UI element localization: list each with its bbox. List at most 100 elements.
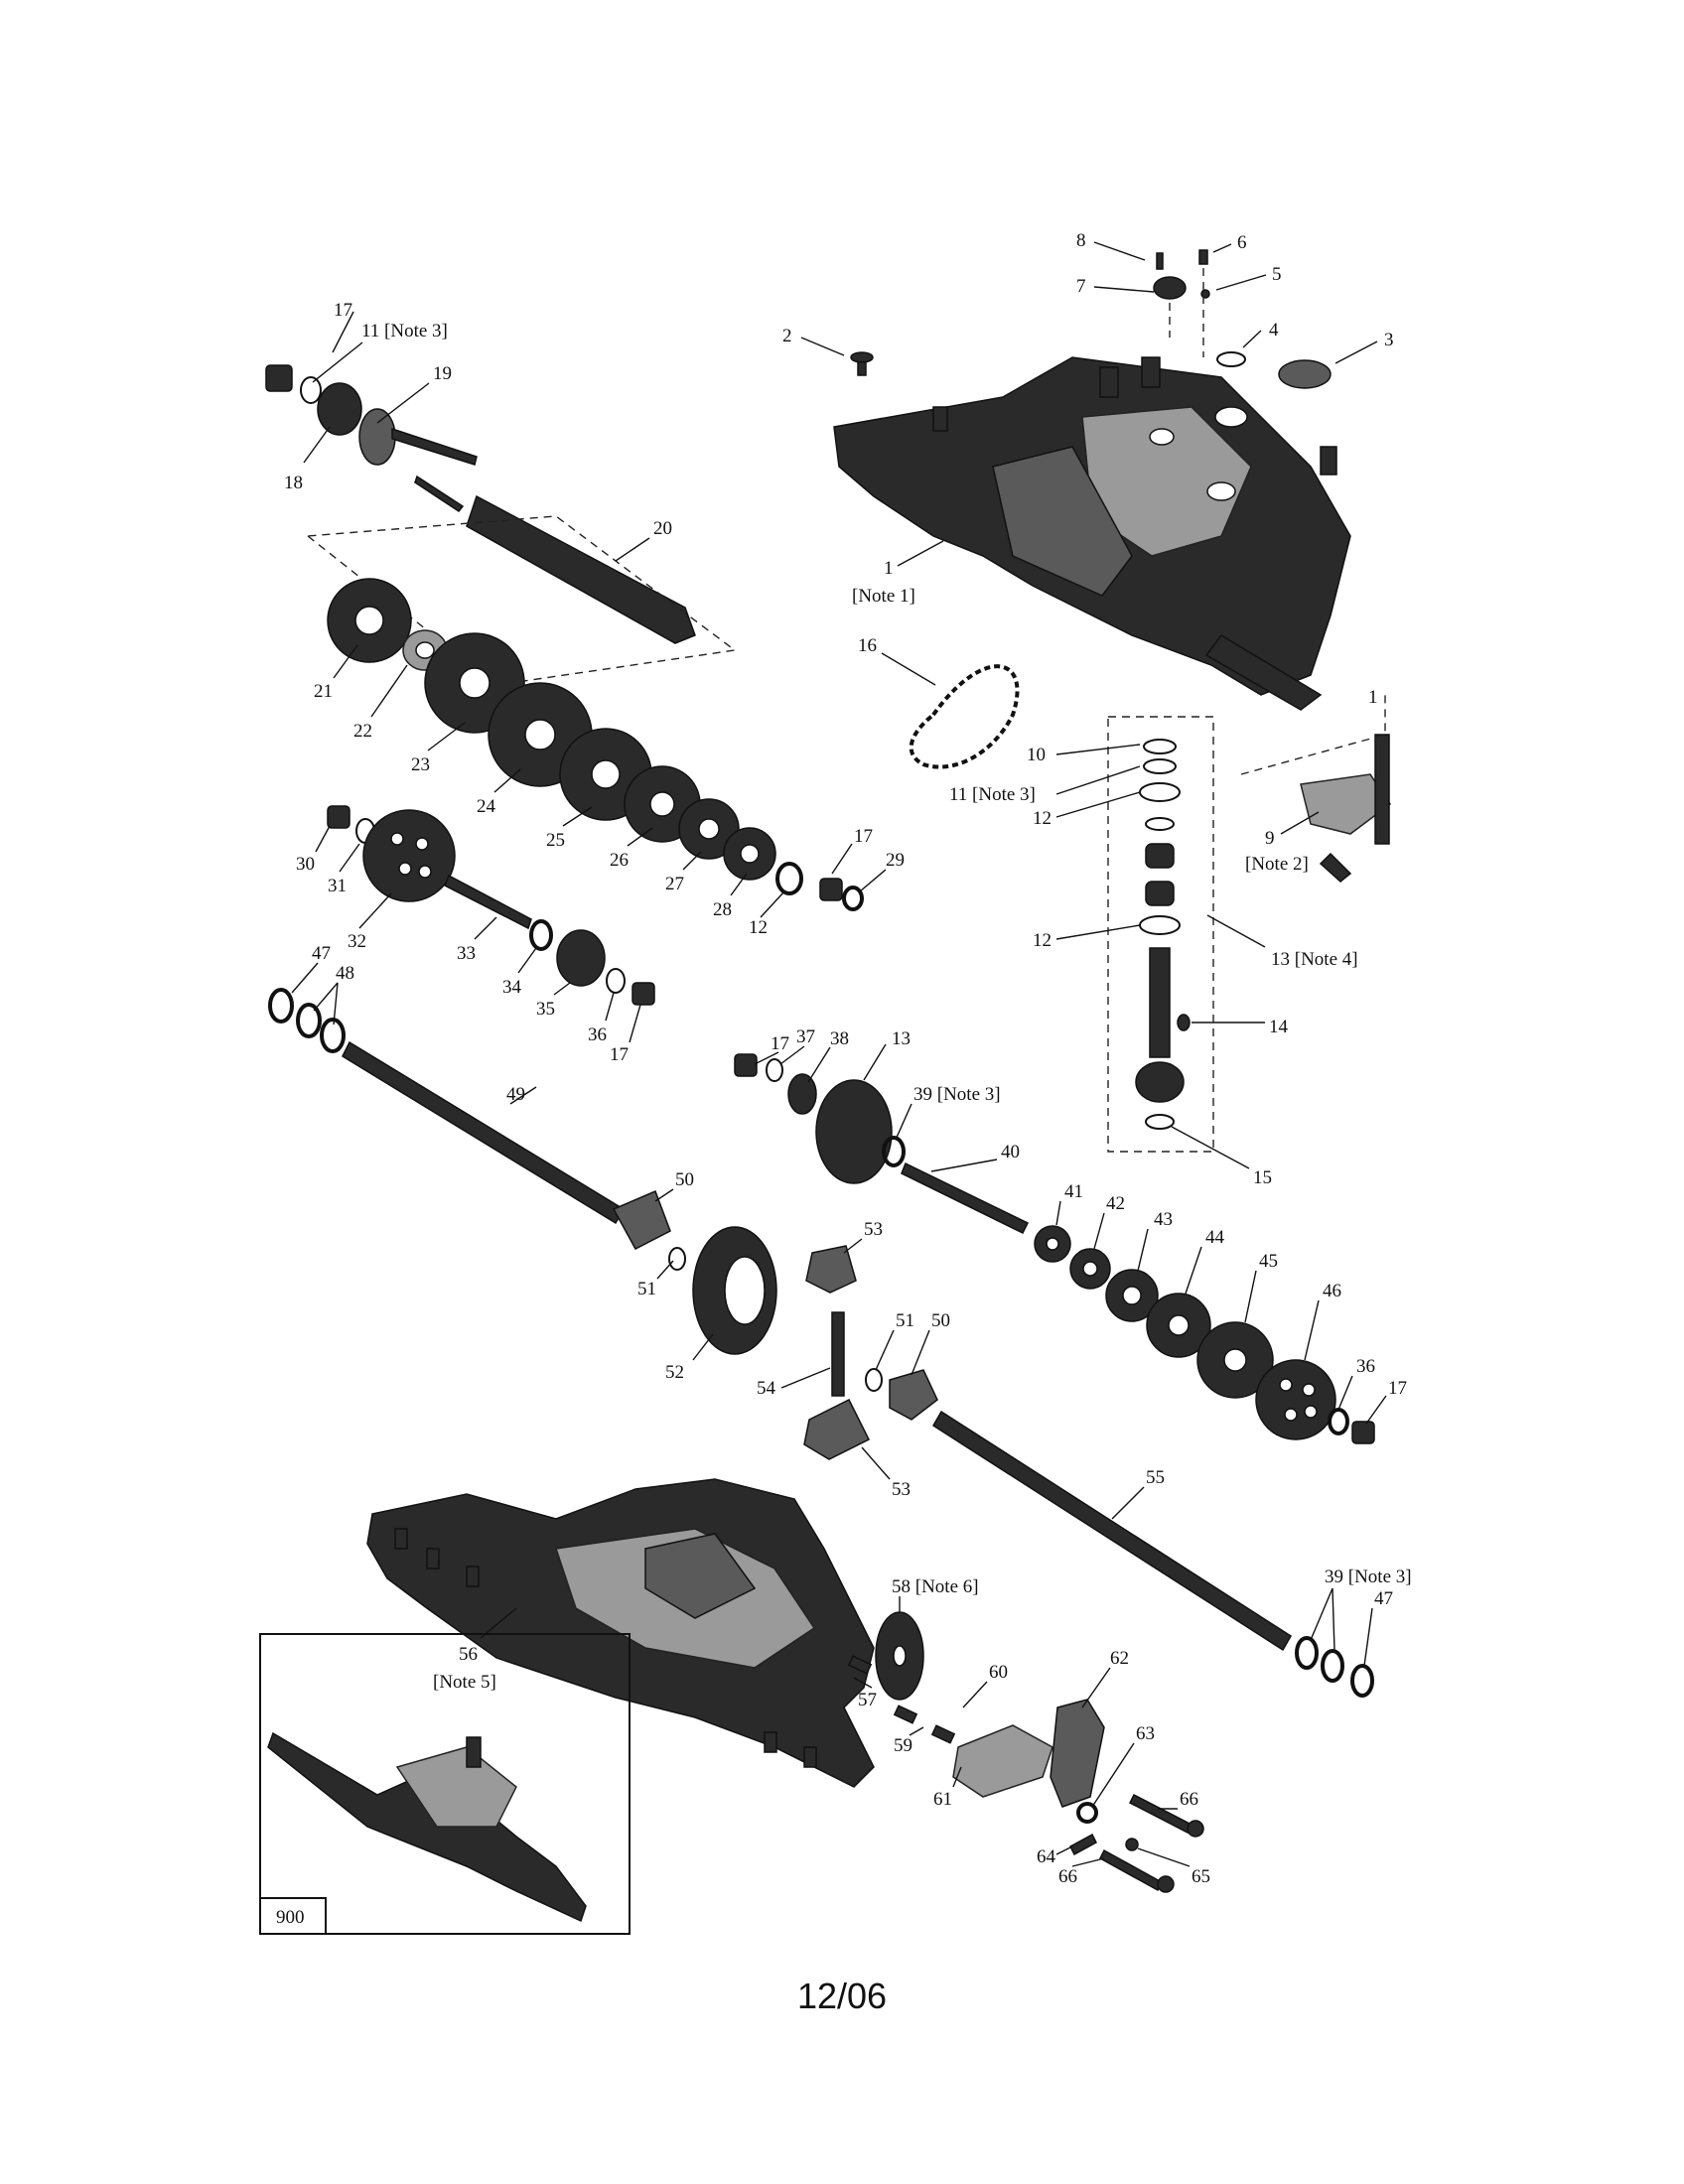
callout-41: 41 <box>1064 1181 1083 1202</box>
callout-28: 28 <box>713 899 732 920</box>
callout-30: 30 <box>296 854 315 875</box>
callout-15: 15 <box>1253 1167 1272 1188</box>
callout-56-note: [Note 5] <box>433 1672 496 1693</box>
callout-11-left: 11 [Note 3] <box>361 321 448 341</box>
parts-drawing <box>259 249 1392 1935</box>
differential-group <box>692 1053 938 1460</box>
gear-stack-upper <box>327 578 864 911</box>
callout-62: 62 <box>1110 1648 1129 1669</box>
callout-12a: 12 <box>1033 808 1052 829</box>
callout-40: 40 <box>1001 1142 1020 1162</box>
callout-10: 10 <box>1027 745 1046 765</box>
callout-33: 33 <box>457 943 476 964</box>
callout-17e: 17 <box>1388 1378 1407 1399</box>
callout-labels: 1 [Note 1] 1 2 3 4 5 6 7 8 9 [Note 2] 10… <box>284 230 1412 1887</box>
callout-23: 23 <box>411 754 430 775</box>
callout-42: 42 <box>1106 1193 1125 1214</box>
callout-45: 45 <box>1259 1251 1278 1272</box>
callout-18: 18 <box>284 473 303 493</box>
callout-11-right: 11 [Note 3] <box>949 784 1036 805</box>
callout-20: 20 <box>653 518 672 539</box>
callout-19: 19 <box>433 363 452 384</box>
callout-55: 55 <box>1146 1467 1165 1488</box>
callout-1: 1 <box>884 558 894 579</box>
shift-shaft-assembly <box>1107 716 1214 1153</box>
callout-58: 58 [Note 6] <box>892 1576 979 1597</box>
leader-lines <box>291 241 1387 1867</box>
callout-57: 57 <box>858 1690 877 1710</box>
callout-17d: 17 <box>771 1033 789 1054</box>
callout-34: 34 <box>502 977 522 998</box>
chain <box>909 664 1020 769</box>
callout-37: 37 <box>796 1026 815 1047</box>
callout-21: 21 <box>314 681 333 702</box>
callout-54: 54 <box>757 1378 776 1399</box>
callout-50a: 50 <box>675 1169 694 1190</box>
callout-53a: 53 <box>864 1219 883 1240</box>
callout-60: 60 <box>989 1662 1008 1683</box>
callout-2: 2 <box>782 326 792 346</box>
callout-6: 6 <box>1237 232 1247 253</box>
callout-14: 14 <box>1269 1017 1289 1037</box>
callout-43: 43 <box>1154 1209 1173 1230</box>
callout-29: 29 <box>886 850 905 871</box>
callout-25: 25 <box>546 830 565 851</box>
callout-17c: 17 <box>610 1044 629 1065</box>
callout-53b: 53 <box>892 1479 911 1500</box>
shift-lever <box>1240 695 1392 883</box>
callout-12b: 12 <box>1033 930 1052 951</box>
callout-48: 48 <box>336 963 354 984</box>
callout-63: 63 <box>1136 1723 1155 1744</box>
right-axle-group <box>931 1410 1374 1698</box>
callout-66b: 66 <box>1058 1866 1077 1887</box>
gear-stack-lower <box>901 1161 1375 1444</box>
callout-51a: 51 <box>637 1279 656 1299</box>
brake-assembly <box>847 1611 1204 1893</box>
inset-label: 900 <box>259 1897 327 1935</box>
page-footer-date: 12/06 <box>796 1976 888 2016</box>
callout-50b: 50 <box>931 1310 950 1331</box>
callout-17b: 17 <box>854 826 873 847</box>
callout-27: 27 <box>665 874 684 894</box>
top-small-parts <box>850 249 1332 389</box>
callout-38: 38 <box>830 1028 849 1049</box>
callout-39b: 39 [Note 3] <box>1325 1567 1412 1587</box>
callout-3: 3 <box>1384 330 1394 350</box>
upper-housing <box>833 356 1351 711</box>
callout-66a: 66 <box>1180 1789 1198 1810</box>
callout-64: 64 <box>1037 1846 1056 1867</box>
callout-26: 26 <box>610 850 629 871</box>
callout-5: 5 <box>1272 264 1282 285</box>
callout-12c: 12 <box>749 917 768 938</box>
callout-9-note: [Note 2] <box>1245 854 1309 875</box>
callout-49: 49 <box>506 1084 525 1105</box>
callout-35: 35 <box>536 999 555 1020</box>
left-axle-group <box>268 988 686 1271</box>
callout-1-note: [Note 1] <box>852 586 915 607</box>
callout-9: 9 <box>1265 828 1275 849</box>
callout-36b: 36 <box>1356 1356 1375 1377</box>
callout-46: 46 <box>1323 1281 1341 1301</box>
gear-stack-middle <box>327 805 655 1006</box>
inset-assembled-view <box>259 1633 631 1935</box>
callout-16: 16 <box>858 635 877 656</box>
callout-8: 8 <box>1076 230 1086 251</box>
callout-17a: 17 <box>334 300 352 321</box>
callout-59: 59 <box>894 1735 912 1756</box>
callout-32: 32 <box>348 931 366 952</box>
callout-47a: 47 <box>312 943 331 964</box>
callout-47b: 47 <box>1374 1588 1393 1609</box>
callout-36a: 36 <box>588 1024 607 1045</box>
callout-65: 65 <box>1192 1866 1210 1887</box>
callout-13-mid: 13 <box>892 1028 911 1049</box>
callout-7: 7 <box>1076 276 1086 297</box>
callout-51b: 51 <box>896 1310 914 1331</box>
callout-13-right: 13 [Note 4] <box>1271 949 1358 970</box>
callout-4: 4 <box>1269 320 1279 341</box>
callout-31: 31 <box>328 876 347 896</box>
callout-1b: 1 <box>1368 687 1378 708</box>
callout-39a: 39 [Note 3] <box>913 1084 1001 1105</box>
callout-22: 22 <box>353 721 372 742</box>
inset-label-text: 900 <box>276 1907 305 1928</box>
